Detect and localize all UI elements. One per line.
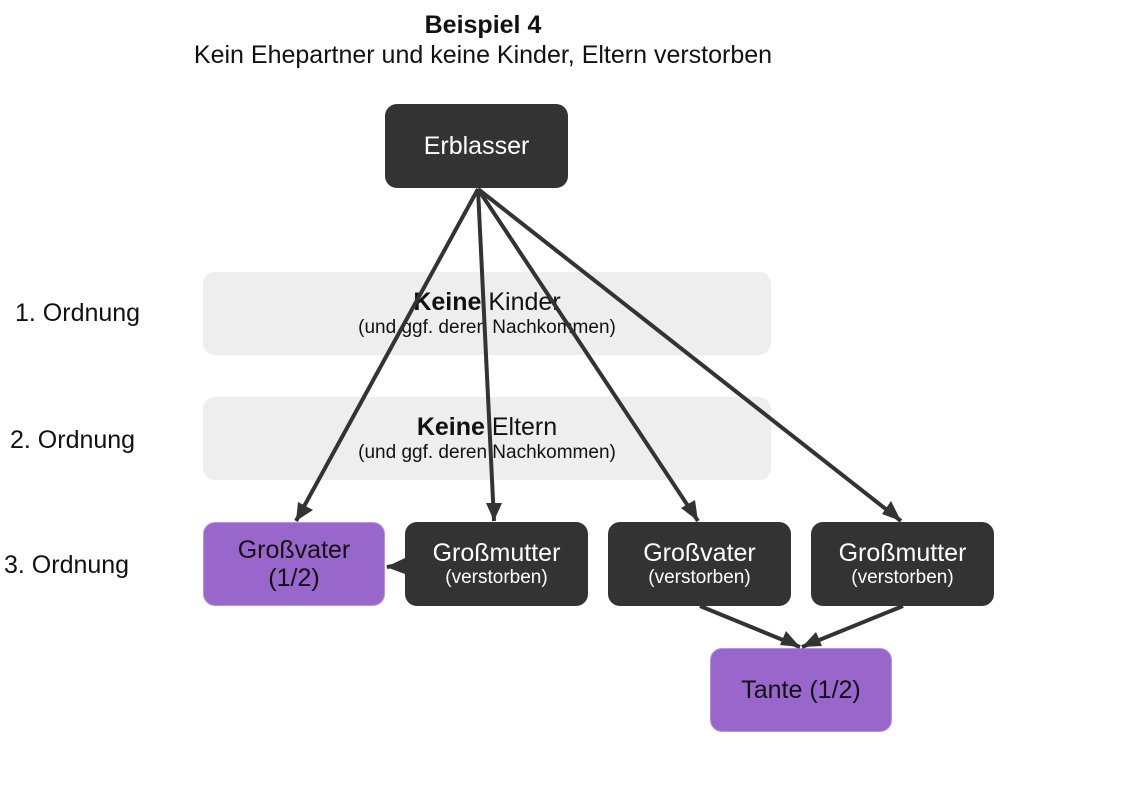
edge-grossvater-2-to-tante bbox=[699, 604, 801, 649]
band-second-order-heading: Keine Eltern bbox=[203, 412, 771, 442]
arrowhead-tante-right bbox=[802, 632, 822, 647]
edge-grossmutter-1-to-grossvater-heir bbox=[386, 562, 406, 569]
node-grossvater-heir-share: (1/2) bbox=[268, 564, 320, 592]
band-first-order: Keine Kinder (und ggf. deren Nachkommen) bbox=[203, 272, 771, 355]
node-grossvater-heir: Großvater (1/2) bbox=[203, 522, 385, 606]
node-tante: Tante (1/2) bbox=[710, 648, 892, 732]
node-grossvater-heir-label: Großvater bbox=[237, 536, 351, 564]
node-grossmutter-2-label: Großmutter bbox=[838, 539, 967, 567]
diagram-title: Beispiel 4 bbox=[424, 11, 542, 39]
band-second-order-note: (und ggf. deren Nachkommen) bbox=[358, 442, 616, 463]
arrowhead-tante-left bbox=[780, 631, 800, 647]
band-second-order-bold: Keine bbox=[416, 413, 485, 441]
node-grossmutter-1-status: (verstorben) bbox=[445, 567, 548, 588]
node-erblasser: Erblasser bbox=[385, 104, 568, 188]
arrowhead-grossmutter-1 bbox=[486, 503, 502, 521]
diagram-subtitle: Kein Ehepartner und keine Kinder, Eltern… bbox=[193, 41, 773, 69]
band-first-order-note: (und ggf. deren Nachkommen) bbox=[358, 317, 616, 338]
node-erblasser-label: Erblasser bbox=[423, 132, 530, 160]
node-grossvater-2-status: (verstorben) bbox=[648, 567, 751, 588]
node-grossvater-2-label: Großvater bbox=[643, 539, 756, 567]
order-label-2: 2. Ordnung bbox=[10, 426, 136, 454]
band-second-order: Keine Eltern (und ggf. deren Nachkommen) bbox=[203, 397, 771, 480]
arrowhead-grossvater-heir-side bbox=[386, 558, 405, 574]
arrowhead-grossmutter-2 bbox=[882, 501, 901, 521]
edge-grossmutter-2-to-tante bbox=[801, 604, 904, 649]
node-grossvater-2: Großvater (verstorben) bbox=[608, 522, 791, 606]
node-grossmutter-1: Großmutter (verstorben) bbox=[405, 522, 588, 606]
node-tante-label: Tante (1/2) bbox=[741, 676, 861, 704]
band-first-order-heading: Keine Kinder bbox=[203, 287, 771, 317]
order-label-1: 1. Ordnung bbox=[15, 299, 141, 327]
arrowhead-grossvater-2 bbox=[681, 500, 698, 521]
node-grossmutter-2-status: (verstorben) bbox=[851, 567, 954, 588]
order-label-3: 3. Ordnung bbox=[4, 551, 130, 579]
node-grossmutter-2: Großmutter (verstorben) bbox=[811, 522, 994, 606]
arrowhead-grossvater-heir bbox=[296, 502, 313, 521]
band-second-order-rest: Eltern bbox=[484, 413, 558, 441]
node-grossmutter-1-label: Großmutter bbox=[432, 539, 561, 567]
band-first-order-bold: Keine bbox=[413, 288, 482, 316]
band-first-order-rest: Kinder bbox=[481, 288, 561, 316]
